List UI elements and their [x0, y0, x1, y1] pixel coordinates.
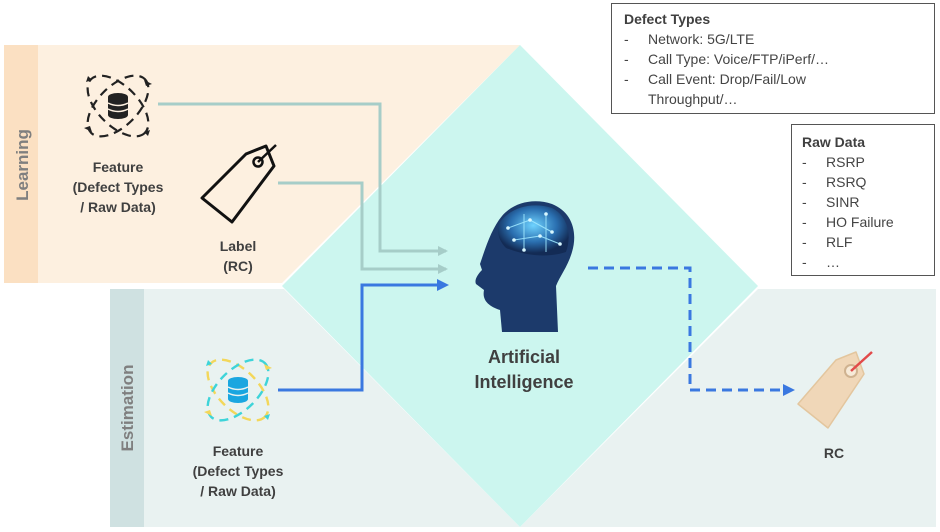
list-item: -RSRQ — [802, 174, 867, 190]
estimation-feature-line2: (Defect Types — [193, 463, 284, 479]
rc-label: RC — [824, 445, 844, 461]
estimation-band — [110, 289, 144, 527]
learning-label: Learning — [13, 129, 32, 201]
estimation-panel — [144, 289, 520, 527]
list-item: -RSRP — [802, 154, 865, 170]
ai-brain-head-icon — [475, 201, 575, 332]
output-panel — [520, 289, 936, 527]
learning-feature-line1: Feature — [93, 159, 144, 175]
label-line1: Label — [220, 238, 257, 254]
list-item: -Network: 5G/LTE — [624, 31, 755, 47]
learning-feature-line3: / Raw Data) — [80, 199, 155, 215]
defect-types-list: -Network: 5G/LTE -Call Type: Voice/FTP/i… — [624, 29, 922, 109]
estimation-feature-line1: Feature — [213, 443, 264, 459]
list-item: -HO Failure — [802, 214, 894, 230]
learning-feature-line2: (Defect Types — [73, 179, 164, 195]
label-tag-icon — [200, 144, 277, 224]
raw-data-list: -RSRP -RSRQ -SINR -HO Failure -RLF -… — [802, 152, 924, 272]
rc-tag-icon — [797, 351, 873, 429]
estimation-region: Estimation — [110, 289, 936, 527]
list-item: -Call Type: Voice/FTP/iPerf/… — [624, 51, 830, 67]
estimation-feature-line3: / Raw Data) — [200, 483, 275, 499]
estimation-to-ai-arrow — [278, 279, 449, 392]
defect-types-box: Defect Types -Network: 5G/LTE -Call Type… — [611, 3, 935, 114]
learning-database-icon — [84, 74, 152, 138]
label-line2: (RC) — [223, 258, 253, 274]
learning-band — [4, 45, 38, 283]
ai-to-rc-arrow — [588, 266, 795, 396]
estimation-database-icon — [204, 358, 272, 422]
raw-data-title: Raw Data — [802, 134, 866, 150]
ai-label-line2: Intelligence — [474, 372, 573, 392]
ai-label-line1: Artificial — [488, 347, 560, 367]
defect-types-title: Defect Types — [624, 11, 711, 27]
raw-data-box: Raw Data -RSRP -RSRQ -SINR -HO Failure -… — [791, 124, 935, 276]
feature-to-ai-arrow — [158, 102, 448, 256]
list-item: -… — [802, 254, 840, 270]
list-item: -SINR — [802, 194, 860, 210]
list-item: Throughput/… — [648, 91, 738, 107]
label-to-ai-arrow — [278, 181, 448, 274]
estimation-label: Estimation — [118, 365, 137, 452]
list-item: -Call Event: Drop/Fail/Low — [624, 71, 806, 87]
list-item: -RLF — [802, 234, 853, 250]
